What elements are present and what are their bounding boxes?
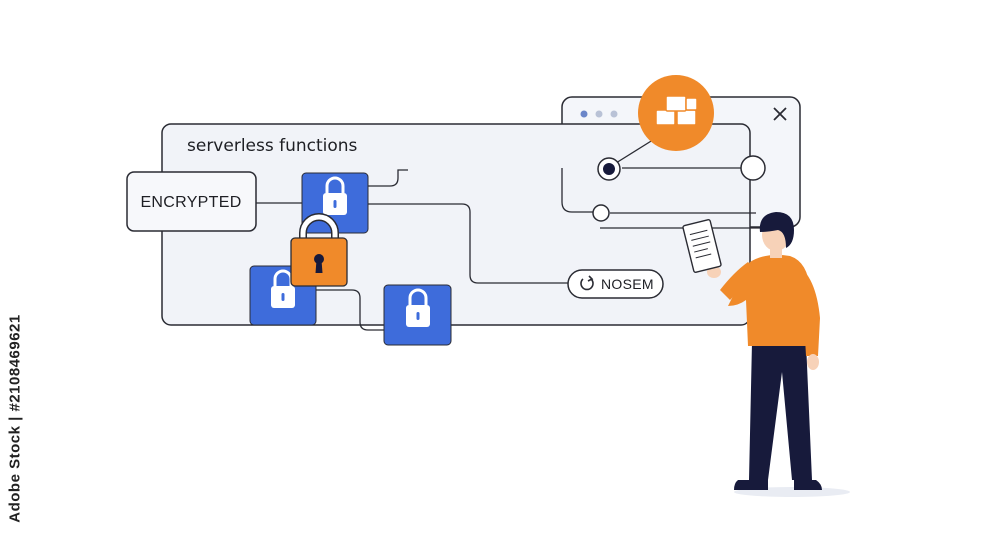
panel-title: serverless functions: [187, 136, 358, 156]
document-icon: [682, 219, 722, 273]
window-dot: [610, 110, 618, 118]
person-figure: [707, 212, 850, 497]
boxes-icon-badge: [638, 75, 714, 151]
window-dot: [595, 110, 603, 118]
nosem-label: NOSEM: [601, 276, 654, 292]
node-circles: [592, 155, 766, 222]
encrypted-box: ENCRYPTED: [126, 171, 257, 232]
nosem-pill[interactable]: NOSEM: [567, 269, 664, 299]
padlock-icon: [323, 176, 347, 215]
stock-id-label: Adobe Stock | #2108469621: [6, 313, 24, 523]
boxes-icon: [655, 95, 698, 126]
close-icon[interactable]: [773, 107, 787, 121]
window-dot: [580, 110, 588, 118]
keyhole-padlock-icon: [290, 213, 348, 287]
padlock-icon: [406, 288, 430, 327]
padlock-tile-bottom: [383, 284, 452, 346]
encrypted-label: ENCRYPTED: [140, 194, 241, 211]
refresh-icon: [580, 275, 594, 291]
